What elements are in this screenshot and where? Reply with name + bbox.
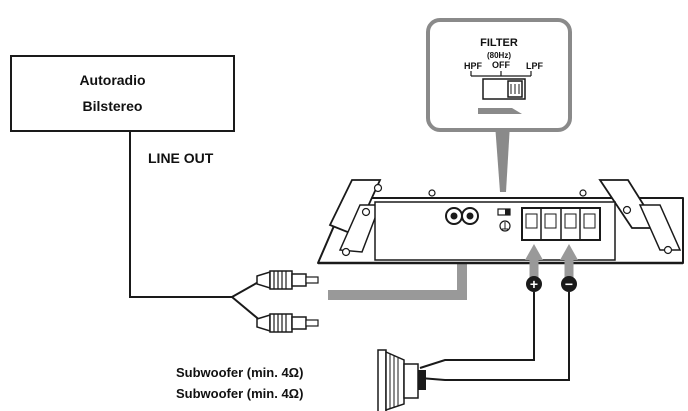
rca-input-jacks-icon <box>445 207 479 225</box>
filter-direction-arrow <box>478 108 522 114</box>
amplifier-icon <box>317 179 684 265</box>
filter-position-off: OFF <box>492 60 510 70</box>
speaker-terminal-block-icon <box>521 207 601 241</box>
filter-position-hpf: HPF <box>464 61 482 71</box>
ground-terminal-icon <box>499 220 511 232</box>
y-split-lower <box>231 296 263 323</box>
plus-terminal-marker <box>526 276 542 292</box>
minus-terminal-marker <box>561 276 577 292</box>
filter-position-lpf: LPF <box>526 61 543 71</box>
filter-title: FILTER <box>480 37 518 49</box>
minus-wire-arrow-head <box>560 244 578 260</box>
plus-speaker-wire <box>419 292 535 369</box>
callout-pointer <box>495 124 510 192</box>
filter-switch-detail-icon <box>470 71 532 100</box>
subwoofer-icon <box>377 349 426 411</box>
rca-plug-upper-icon <box>256 270 319 290</box>
subwoofer-label-1: Subwoofer (min. 4Ω) <box>176 365 304 380</box>
line-out-label: LINE OUT <box>148 150 214 166</box>
amp-filter-switch-icon <box>497 208 511 216</box>
filter-callout-box <box>426 18 572 132</box>
plus-wire-arrow-head <box>525 244 543 260</box>
head-unit-label-line2: Bilstereo <box>82 98 143 114</box>
line-out-cable <box>129 132 232 298</box>
minus-speaker-wire <box>419 292 570 381</box>
filter-frequency: (80Hz) <box>486 51 511 60</box>
minus-terminal-symbol: − <box>565 276 573 292</box>
plus-terminal-symbol: + <box>530 276 538 292</box>
head-unit-box <box>10 55 235 132</box>
subwoofer-label-2: Subwoofer (min. 4Ω) <box>176 386 304 401</box>
rca-plug-lower-icon <box>256 313 319 333</box>
head-unit-label-line1: Autoradio <box>79 72 146 88</box>
